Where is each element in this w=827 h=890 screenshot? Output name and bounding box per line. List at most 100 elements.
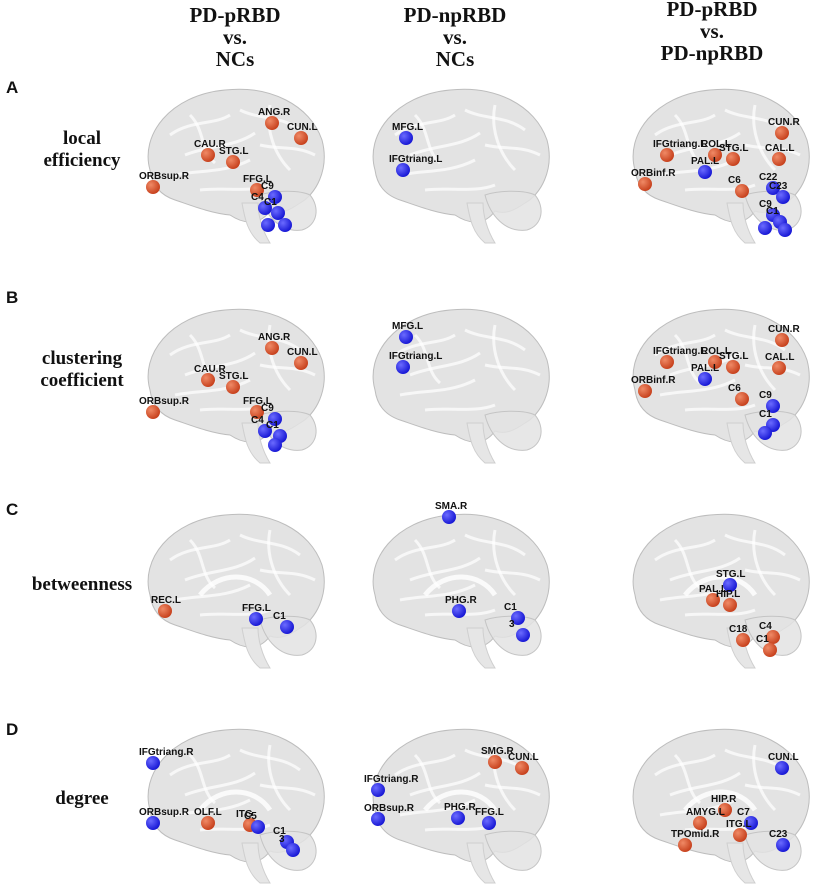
brain-gyrus-line xyxy=(174,158,251,177)
decreased-node xyxy=(511,611,525,625)
node-label: CAU.R xyxy=(194,139,226,150)
node-label: C9 xyxy=(261,403,274,414)
brain-gyrus-line xyxy=(492,324,517,392)
brain-gyrus-line xyxy=(752,529,777,597)
increased-node xyxy=(294,356,308,370)
brain-gyrus-line xyxy=(174,378,251,397)
node-label: PAL.L xyxy=(691,156,719,167)
decreased-node xyxy=(271,206,285,220)
brain-gyrus-line xyxy=(673,113,702,165)
node-label: PAL.L xyxy=(691,363,719,374)
node-label: C23 xyxy=(769,181,788,192)
decreased-node xyxy=(268,412,282,426)
node-label: STG.L xyxy=(219,146,248,157)
node-label: C7 xyxy=(737,807,750,818)
node-label: C4 xyxy=(759,621,772,632)
increased-node xyxy=(723,598,737,612)
brain-gyrus-line xyxy=(409,131,481,157)
node-label: CUN.L xyxy=(287,347,318,358)
node-label: STG.L xyxy=(719,351,748,362)
brainstem-shape xyxy=(241,627,271,669)
brain-gyrus-line xyxy=(169,113,231,137)
column-header-line: NCs xyxy=(435,47,475,71)
node-label: ORBsup.R xyxy=(364,803,415,814)
increased-node xyxy=(265,116,279,130)
decreased-node xyxy=(258,424,272,438)
node-label: IFGtriang.L xyxy=(389,351,442,362)
brainstem-shape xyxy=(466,627,496,669)
increased-node xyxy=(660,355,674,369)
brain-gyrus-line xyxy=(484,783,541,797)
ventricle-shape xyxy=(683,789,758,812)
brain-gyrus-line xyxy=(259,143,316,157)
decreased-node xyxy=(766,399,780,413)
node-label: CUN.L xyxy=(508,752,539,763)
cerebellum-shape xyxy=(484,830,542,871)
increased-node xyxy=(718,803,732,817)
brain-gyrus-line xyxy=(259,363,316,377)
increased-node xyxy=(294,131,308,145)
brain-gyrus-line xyxy=(669,351,741,377)
node-label: CAU.R xyxy=(194,364,226,375)
node-label: OLF.L xyxy=(194,807,222,818)
node-label: C9 xyxy=(261,181,274,192)
node-label: STG.L xyxy=(219,371,248,382)
decreased-node xyxy=(146,756,160,770)
ventricle-shape xyxy=(198,574,273,597)
brain-gyrus-line xyxy=(659,378,736,397)
node-label: ORBsup.R xyxy=(139,396,190,407)
node-label: CAL.L xyxy=(765,143,794,154)
column-header-3: PD-pRBD vs. PD-npRBD xyxy=(612,0,812,64)
column-header-1: PD-pRBD vs. NCs xyxy=(135,4,335,70)
brainstem-shape xyxy=(241,842,271,884)
row-label-betweenness: betweenness xyxy=(12,574,152,596)
row-letter-d: D xyxy=(6,720,19,739)
ventricle-shape xyxy=(683,574,758,597)
brain-gyrus-line xyxy=(654,333,716,357)
brain-gyrus-line xyxy=(654,113,716,137)
decreased-node xyxy=(744,816,758,830)
node-label: C1 xyxy=(266,420,279,431)
increased-node xyxy=(638,384,652,398)
decreased-node xyxy=(268,438,282,452)
row-letter-b: B xyxy=(6,288,19,307)
column-header-line: PD-npRBD xyxy=(660,41,764,65)
column-header-line: PD-pRBD xyxy=(666,0,758,21)
decreased-node xyxy=(451,811,465,825)
decreased-node xyxy=(452,604,466,618)
row-label-clustering-coefficient: clustering coefficient xyxy=(12,348,152,392)
brain-gyrus-line xyxy=(654,538,716,562)
column-header-line: vs. xyxy=(700,19,724,43)
brainstem-shape xyxy=(466,202,496,244)
brain-gyrus-line xyxy=(267,324,292,392)
brain-gyrus-line xyxy=(394,113,456,137)
node-label: ITG.L xyxy=(726,819,752,830)
node-label: MFG.L xyxy=(392,321,423,332)
node-label: IFGtriang.R xyxy=(139,747,194,758)
brain-gyrus-line xyxy=(199,403,271,412)
brain-render: MFG.L IFGtriang.L xyxy=(372,308,550,464)
node-label: ORBinf.R xyxy=(631,375,676,386)
node-label: C6 xyxy=(728,383,741,394)
increased-node xyxy=(735,392,749,406)
node-label: ITG xyxy=(236,809,253,820)
decreased-node xyxy=(776,190,790,204)
node-label: C4 xyxy=(251,415,264,426)
decreased-node xyxy=(268,190,282,204)
decreased-node xyxy=(261,218,275,232)
brain-gyrus-line xyxy=(394,538,456,562)
brain-render: CUN.RIFGtriang.LROL.LSTG.LPAL.LCAL.LORBi… xyxy=(631,308,810,464)
node-label: PHG.R xyxy=(444,802,476,813)
row-label-line: clustering xyxy=(41,348,123,369)
node-label: IFGtriang.R xyxy=(364,774,419,785)
decreased-node xyxy=(516,628,530,642)
node-label: FFG.L xyxy=(243,174,272,185)
column-header-line: PD-npRBD xyxy=(403,3,507,27)
column-header-line: NCs xyxy=(215,47,255,71)
increased-node xyxy=(488,755,502,769)
